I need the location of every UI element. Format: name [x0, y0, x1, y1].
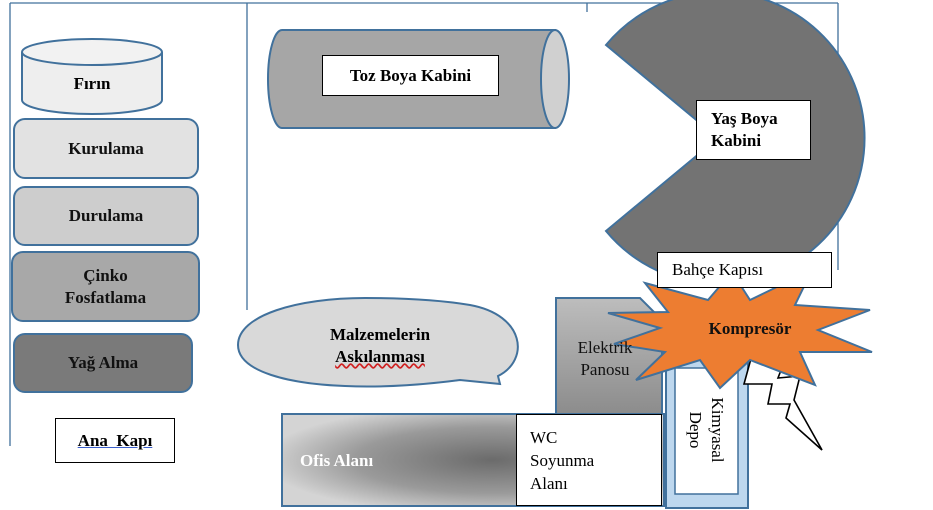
electric-label-line1: Elektrik	[577, 338, 633, 357]
powder-booth-label-box: Toz Boya Kabini	[322, 55, 499, 96]
lightning-bolt	[742, 351, 823, 451]
chem-label-line2: Depo	[686, 411, 705, 449]
chem-label-line1: Kimyasal	[708, 397, 727, 463]
main-gate-label: Ana Kapı	[77, 430, 153, 450]
wc-label-line1: WC	[530, 427, 558, 447]
furnace-cylinder	[21, 38, 163, 115]
degreasing-label: Yağ Alma	[67, 353, 139, 372]
wet-booth-label-line1: Yaş Boya	[711, 109, 778, 128]
hanging-area-bubble	[236, 296, 519, 388]
main-gate-box: Ana Kapı	[55, 418, 175, 463]
furnace-label: Fırın	[73, 74, 111, 93]
zinc-label-line1: Çinko	[83, 265, 128, 285]
hanging-label: Malzemelerin Askılanması	[285, 322, 475, 370]
drying-label: Kurulama	[68, 138, 144, 158]
hanging-label-line1: Malzemelerin	[329, 325, 431, 344]
degreasing-box: Yağ Alma	[13, 333, 193, 393]
office-label: Ofis Alanı	[300, 451, 374, 470]
wet-booth-label-line2: Kabini	[711, 131, 762, 150]
chemical-depot-label: Kimyasal Depo	[681, 370, 731, 490]
garden-gate-box: Bahçe Kapısı	[657, 252, 832, 288]
powder-booth-label: Toz Boya Kabini	[349, 65, 472, 85]
rinsing-label: Durulama	[68, 206, 144, 225]
electric-panel-label: Elektrik Panosu	[562, 334, 648, 384]
wet-booth-label-box: Yaş Boya Kabini	[696, 100, 811, 160]
wc-label-line3: Alanı	[530, 473, 568, 493]
zinc-phosphating-box: Çinko Fosfatlama	[11, 251, 200, 322]
garden-gate-label: Bahçe Kapısı	[672, 260, 764, 279]
electric-label-line2: Panosu	[580, 360, 630, 379]
drying-box: Kurulama	[13, 118, 199, 179]
zinc-label-line2: Fosfatlama	[64, 287, 147, 307]
wc-box: WC Soyunma Alanı	[516, 414, 662, 506]
compressor-burst	[607, 267, 873, 390]
wc-label-line2: Soyunma	[530, 450, 595, 470]
hanging-label-line2: Askılanması	[335, 347, 425, 366]
compressor-label: Kompresör	[708, 319, 792, 338]
rinsing-box: Durulama	[13, 186, 199, 246]
